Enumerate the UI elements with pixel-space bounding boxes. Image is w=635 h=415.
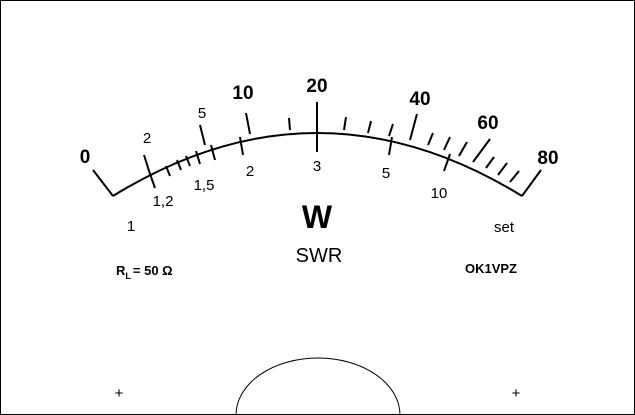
watt-tick <box>367 120 372 134</box>
swr-label-1-5: 1,5 <box>194 177 215 194</box>
scale-end-right <box>521 169 542 197</box>
mount-mark-left: + <box>115 385 124 402</box>
load-value: = 50 Ω <box>133 263 173 278</box>
unit-power-label: W <box>302 199 333 235</box>
watt-label-80: 80 <box>537 148 558 169</box>
scale-end-left <box>92 169 114 197</box>
watt-tick <box>199 124 206 146</box>
swr-label-10: 10 <box>431 185 448 202</box>
unit-swr-label: SWR <box>296 245 343 267</box>
watt-tick <box>245 112 251 135</box>
mount-mark-right: + <box>512 385 521 402</box>
swr-tick <box>149 173 156 189</box>
callsign-label: OK1VPZ <box>465 261 517 276</box>
swr-tick <box>239 136 244 156</box>
watt-ticks <box>143 102 520 183</box>
watt-tick <box>485 156 495 169</box>
swr-label-2: 2 <box>246 163 254 180</box>
swr-label-1-2: 1,2 <box>153 193 174 210</box>
swr-tick <box>185 155 191 167</box>
swr-label-5: 5 <box>382 165 390 182</box>
swr-label-1: 1 <box>127 218 135 235</box>
watt-label-2: 2 <box>143 130 151 147</box>
watt-label-20: 20 <box>306 76 327 97</box>
needle-pivot-cutout <box>235 357 401 415</box>
load-resistance-label: RL= 50 Ω <box>116 263 173 281</box>
watt-label-5: 5 <box>198 105 206 122</box>
swr-label-set: set <box>494 219 515 236</box>
swr-tick <box>195 150 201 165</box>
watt-tick <box>388 123 394 137</box>
watt-label-40: 40 <box>409 89 430 110</box>
load-subscript: L <box>125 271 131 281</box>
swr-tick <box>210 144 216 161</box>
watt-tick <box>288 117 291 131</box>
watt-tick <box>472 138 491 163</box>
swr-tick <box>176 159 182 171</box>
watt-tick <box>409 113 418 141</box>
watt-tick <box>458 141 468 157</box>
load-symbol: R <box>116 263 126 278</box>
watt-tick <box>497 162 508 176</box>
swr-tick <box>443 153 451 172</box>
watt-tick <box>443 136 451 151</box>
watt-label-10: 10 <box>232 83 253 104</box>
swr-tick <box>165 165 171 177</box>
watt-tick <box>343 116 347 131</box>
swr-ticks <box>149 129 451 189</box>
watt-tick <box>143 154 151 175</box>
watt-label-60: 60 <box>477 113 498 134</box>
watt-tick <box>427 132 434 146</box>
watt-tick <box>509 170 520 183</box>
watt-label-0: 0 <box>80 147 91 168</box>
swr-label-3: 3 <box>313 158 321 175</box>
swr-tick <box>388 136 393 156</box>
